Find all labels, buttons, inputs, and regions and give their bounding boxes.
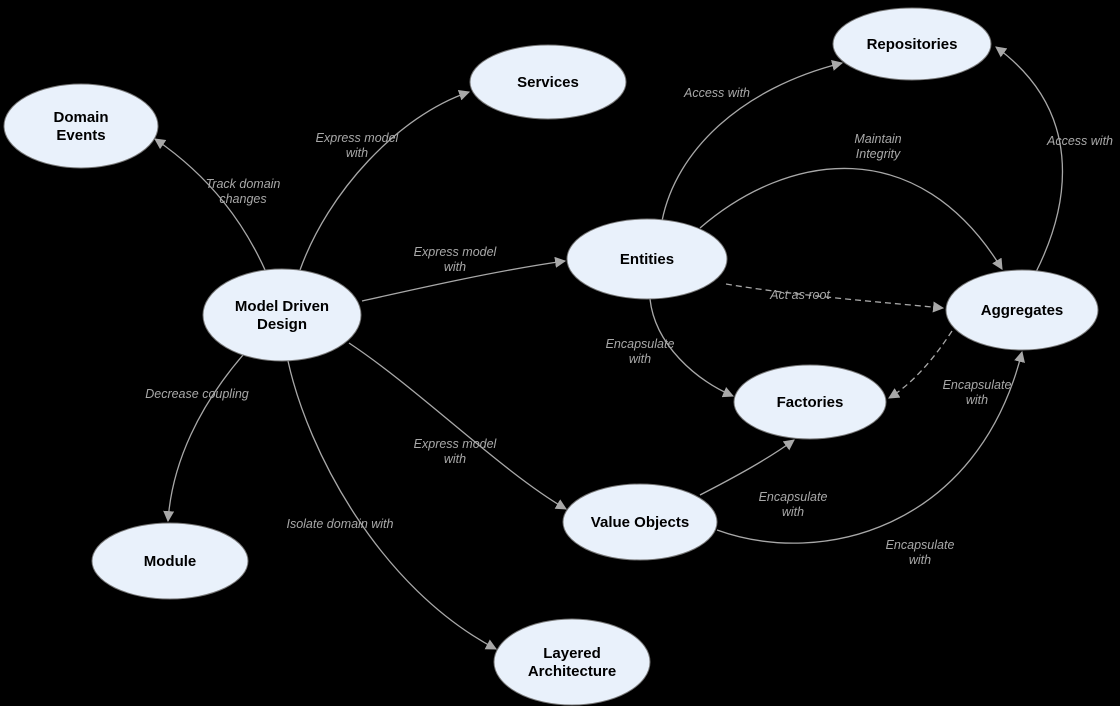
edge-express-model-value-objects — [348, 342, 567, 510]
edge-label-isolate-domain-with: Isolate domain with — [286, 517, 393, 531]
node-label-entities: Entities — [620, 251, 674, 268]
edge-access-with-aggregates — [995, 46, 1064, 273]
node-ellipse-layered-architecture — [493, 618, 651, 706]
edge-label-access-with-aggregates: Access with — [1046, 134, 1113, 148]
node-entities: Entities — [566, 218, 728, 300]
node-ellipse-factories — [733, 364, 887, 440]
edge-express-model-entities — [361, 256, 567, 302]
node-ellipse-repositories — [832, 7, 992, 81]
node-label-services: Services — [517, 74, 579, 91]
node-label-aggregates: Aggregates — [981, 302, 1064, 319]
edge-isolate-domain-with — [287, 360, 497, 650]
edge-label-decrease-coupling: Decrease coupling — [145, 387, 249, 401]
edge-access-with-entities — [661, 60, 844, 222]
edge-decrease-coupling — [163, 354, 244, 523]
node-ellipse-domain-events — [3, 83, 159, 169]
edge-encapsulate-entities-factories — [649, 298, 735, 398]
node-repositories: Repositories — [832, 7, 992, 81]
node-ellipse-entities — [566, 218, 728, 300]
edge-encapsulate-aggregates-factories — [888, 330, 953, 399]
node-label-module: Module — [144, 553, 197, 570]
edge-lines-layer — [154, 46, 1064, 650]
node-label-repositories: Repositories — [867, 36, 958, 53]
node-ellipse-services — [469, 44, 627, 120]
node-aggregates: Aggregates — [945, 269, 1099, 351]
edge-act-as-root — [725, 283, 945, 313]
node-ellipse-model-driven-design — [202, 268, 362, 362]
edge-maintain-integrity — [699, 167, 1003, 270]
node-services: Services — [469, 44, 627, 120]
node-factories: Factories — [733, 364, 887, 440]
node-module: Module — [91, 522, 249, 600]
edge-encapsulate-value-objects-aggregates — [716, 350, 1025, 544]
edge-label-access-with-entities: Access with — [683, 86, 750, 100]
node-ellipse-value-objects — [562, 483, 718, 561]
node-ellipse-module — [91, 522, 249, 600]
node-label-value-objects: Value Objects — [591, 514, 689, 531]
edge-express-model-services — [299, 89, 471, 271]
node-ellipse-aggregates — [945, 269, 1099, 351]
edge-track-domain-changes — [154, 138, 267, 273]
node-label-factories: Factories — [777, 394, 844, 411]
node-value-objects: Value Objects — [562, 483, 718, 561]
edge-encapsulate-value-objects-factories — [699, 439, 795, 496]
edge-label-act-as-root: Act as root — [769, 288, 830, 302]
